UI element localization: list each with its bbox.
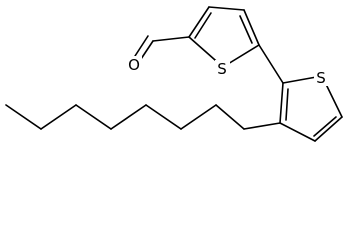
ring2-bond-c5-c4-inner [313,116,337,137]
chain-bond-6 [75,104,112,130]
chain-bond-1 [243,122,281,130]
ring2-bond-c3-c1 [279,82,284,124]
molecule-structure-diagram: O S S [5,6,343,142]
ring1-bond-c1-c2-inner [194,12,212,39]
ring1-bond-c1-c2 [188,6,210,38]
biaryl-bond [258,44,284,84]
ring2-bond-c4-c3 [279,122,316,142]
sulfur2-label-bg [314,69,329,86]
chain-bond-2 [215,104,245,130]
ring2-bond-c3-c1-inner [285,88,289,121]
chain-bond-8 [5,104,42,130]
ring1-bond-c3-c4-inner [239,15,253,44]
chain-bond-7 [40,104,77,130]
oxygen-label-bg [127,56,142,73]
ring1-bond-c3-c4 [243,9,260,46]
chain-bond-5 [110,104,147,130]
ring2-bond-c5-c4 [314,116,343,142]
ring1-bond-c2-c3 [208,6,245,11]
aldehyde-c-ring-bond [152,36,190,42]
aldehyde-co-double-bond-inner [134,35,149,57]
sulfur1-label-bg [215,60,230,77]
oxygen-atom-label: O [128,56,140,74]
chain-bond-3 [180,104,217,130]
sulfur-atom-label-ring2: S [316,69,326,87]
chain-bond-4 [145,104,182,130]
sulfur-atom-label-ring1: S [217,60,227,78]
